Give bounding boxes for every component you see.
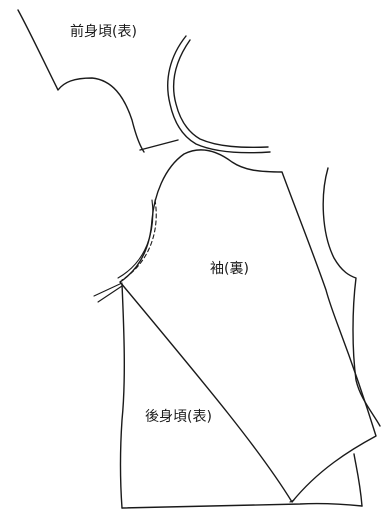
front-bodice-outline bbox=[17, 9, 145, 153]
underarm-notch-line-2 bbox=[97, 285, 123, 303]
back-bodice-hem bbox=[121, 502, 363, 509]
sleeve-label: 袖(裏) bbox=[210, 261, 249, 277]
front-armhole-edge bbox=[139, 139, 179, 151]
back-bodice-outer-edge bbox=[322, 167, 381, 427]
back-bodice-left-seam bbox=[119, 283, 126, 509]
underarm-notch-line-1 bbox=[93, 282, 123, 297]
back-bodice-right-seam bbox=[353, 453, 363, 507]
front-bodice-label: 前身頃(表) bbox=[70, 24, 137, 40]
hem-notch-mark bbox=[289, 499, 295, 503]
back-bodice-label: 後身頃(表) bbox=[145, 409, 212, 425]
sleeve-outline bbox=[119, 149, 377, 503]
sleeve-stitch-line bbox=[121, 199, 157, 281]
sleeve-seam-line bbox=[117, 199, 154, 279]
collar-outer-curve bbox=[167, 35, 271, 154]
collar-inner-curve bbox=[173, 39, 269, 149]
